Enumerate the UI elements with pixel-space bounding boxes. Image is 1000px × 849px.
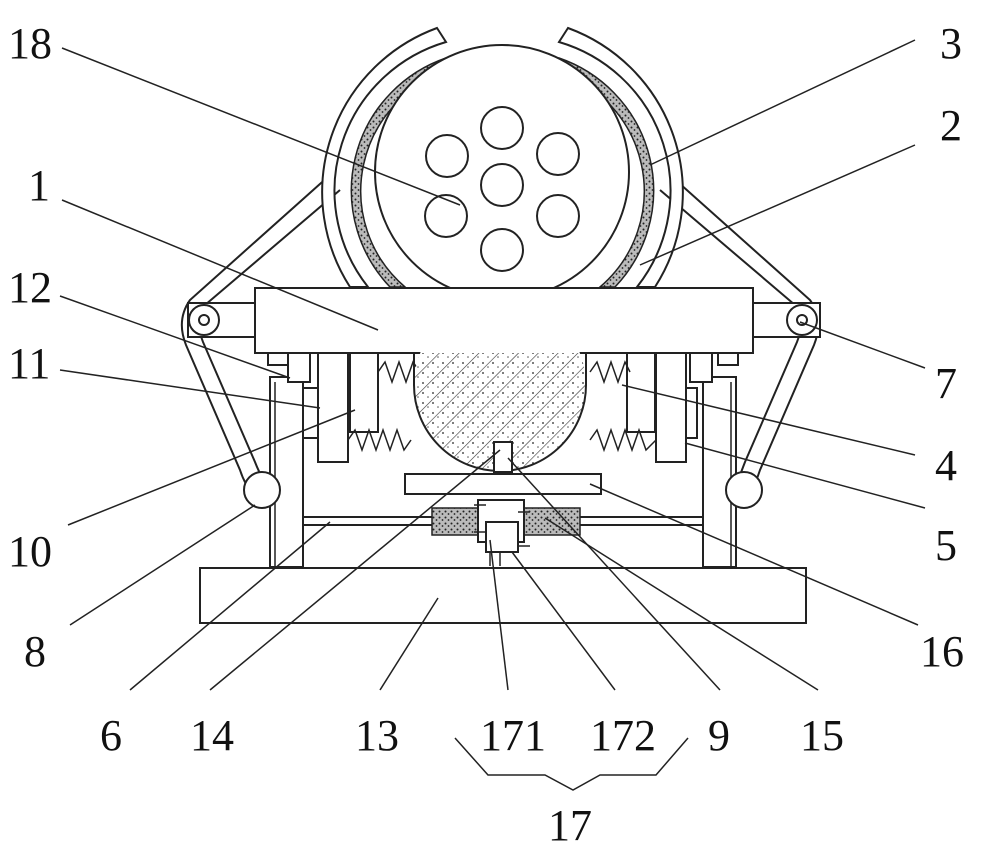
cushion-pad-left — [350, 57, 454, 288]
label-6: 6 — [100, 711, 122, 760]
label-5: 5 — [935, 521, 957, 570]
label-2: 2 — [940, 101, 962, 150]
callout-labels: 18 3 2 1 12 11 10 8 6 14 13 171 172 9 15… — [8, 19, 964, 849]
label-8: 8 — [24, 627, 46, 676]
label-3: 3 — [940, 19, 962, 68]
label-17: 17 — [548, 801, 592, 849]
leader-lines — [59, 39, 926, 791]
base-plate — [199, 567, 807, 624]
support-plate — [404, 473, 602, 495]
left-ear — [187, 302, 256, 338]
label-172: 172 — [590, 711, 656, 760]
left-sleeve — [267, 352, 289, 366]
right-mount-block — [626, 351, 713, 463]
right-spring — [589, 359, 657, 453]
outer-clamp-right — [557, 26, 684, 288]
label-4: 4 — [935, 441, 957, 490]
label-13: 13 — [355, 711, 399, 760]
label-11: 11 — [8, 339, 50, 388]
screw-assembly — [474, 504, 530, 566]
shaft — [493, 441, 513, 473]
label-18: 18 — [8, 19, 52, 68]
label-12: 12 — [8, 263, 52, 312]
cushion-pad-right — [551, 57, 655, 288]
left-mount-block — [287, 351, 379, 463]
cable-cores — [424, 106, 580, 272]
label-10: 10 — [8, 527, 52, 576]
label-16: 16 — [920, 627, 964, 676]
label-15: 15 — [800, 711, 844, 760]
label-171: 171 — [480, 711, 546, 760]
label-14: 14 — [190, 711, 234, 760]
right-ear — [752, 302, 821, 338]
label-1: 1 — [28, 161, 50, 210]
right-sleeve — [717, 352, 739, 366]
label-9: 9 — [708, 711, 730, 760]
left-column — [269, 376, 304, 568]
outer-clamp-left — [321, 26, 448, 288]
label-7: 7 — [935, 359, 957, 408]
